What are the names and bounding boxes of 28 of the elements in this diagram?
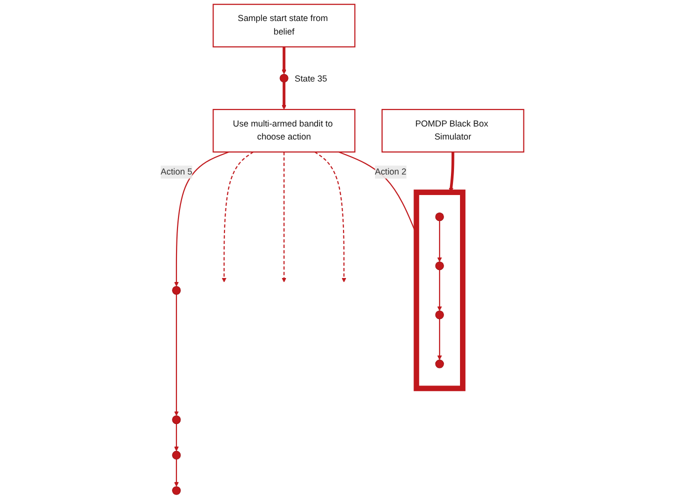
- arrow: [282, 82, 287, 110]
- arrow: [314, 152, 347, 282]
- node-circle: [172, 415, 182, 424]
- node-circle: [436, 360, 444, 368]
- node-circle: [172, 450, 182, 460]
- arrow: [222, 152, 254, 282]
- arrow: [174, 294, 180, 416]
- node-circle: [436, 212, 444, 222]
- arrow: [437, 270, 442, 311]
- node-circle: [280, 74, 289, 83]
- node-box: [212, 4, 356, 48]
- node-box: [212, 108, 356, 153]
- arrow: [174, 459, 180, 487]
- arrow: [437, 220, 442, 262]
- node-box: [382, 108, 525, 153]
- arrow: [282, 46, 287, 74]
- edge-label: Action 2: [375, 167, 407, 176]
- arrow: [437, 318, 442, 360]
- arrow: [282, 152, 287, 282]
- arrow: [174, 424, 180, 452]
- arrow: [174, 151, 230, 286]
- cluster: [414, 190, 466, 392]
- edge-label: Action 5: [160, 167, 192, 176]
- node-caption: State 35: [294, 73, 328, 84]
- node-circle: [172, 286, 182, 295]
- node-circle: [436, 261, 444, 270]
- node-circle: [172, 486, 182, 495]
- node-circle: [436, 310, 444, 320]
